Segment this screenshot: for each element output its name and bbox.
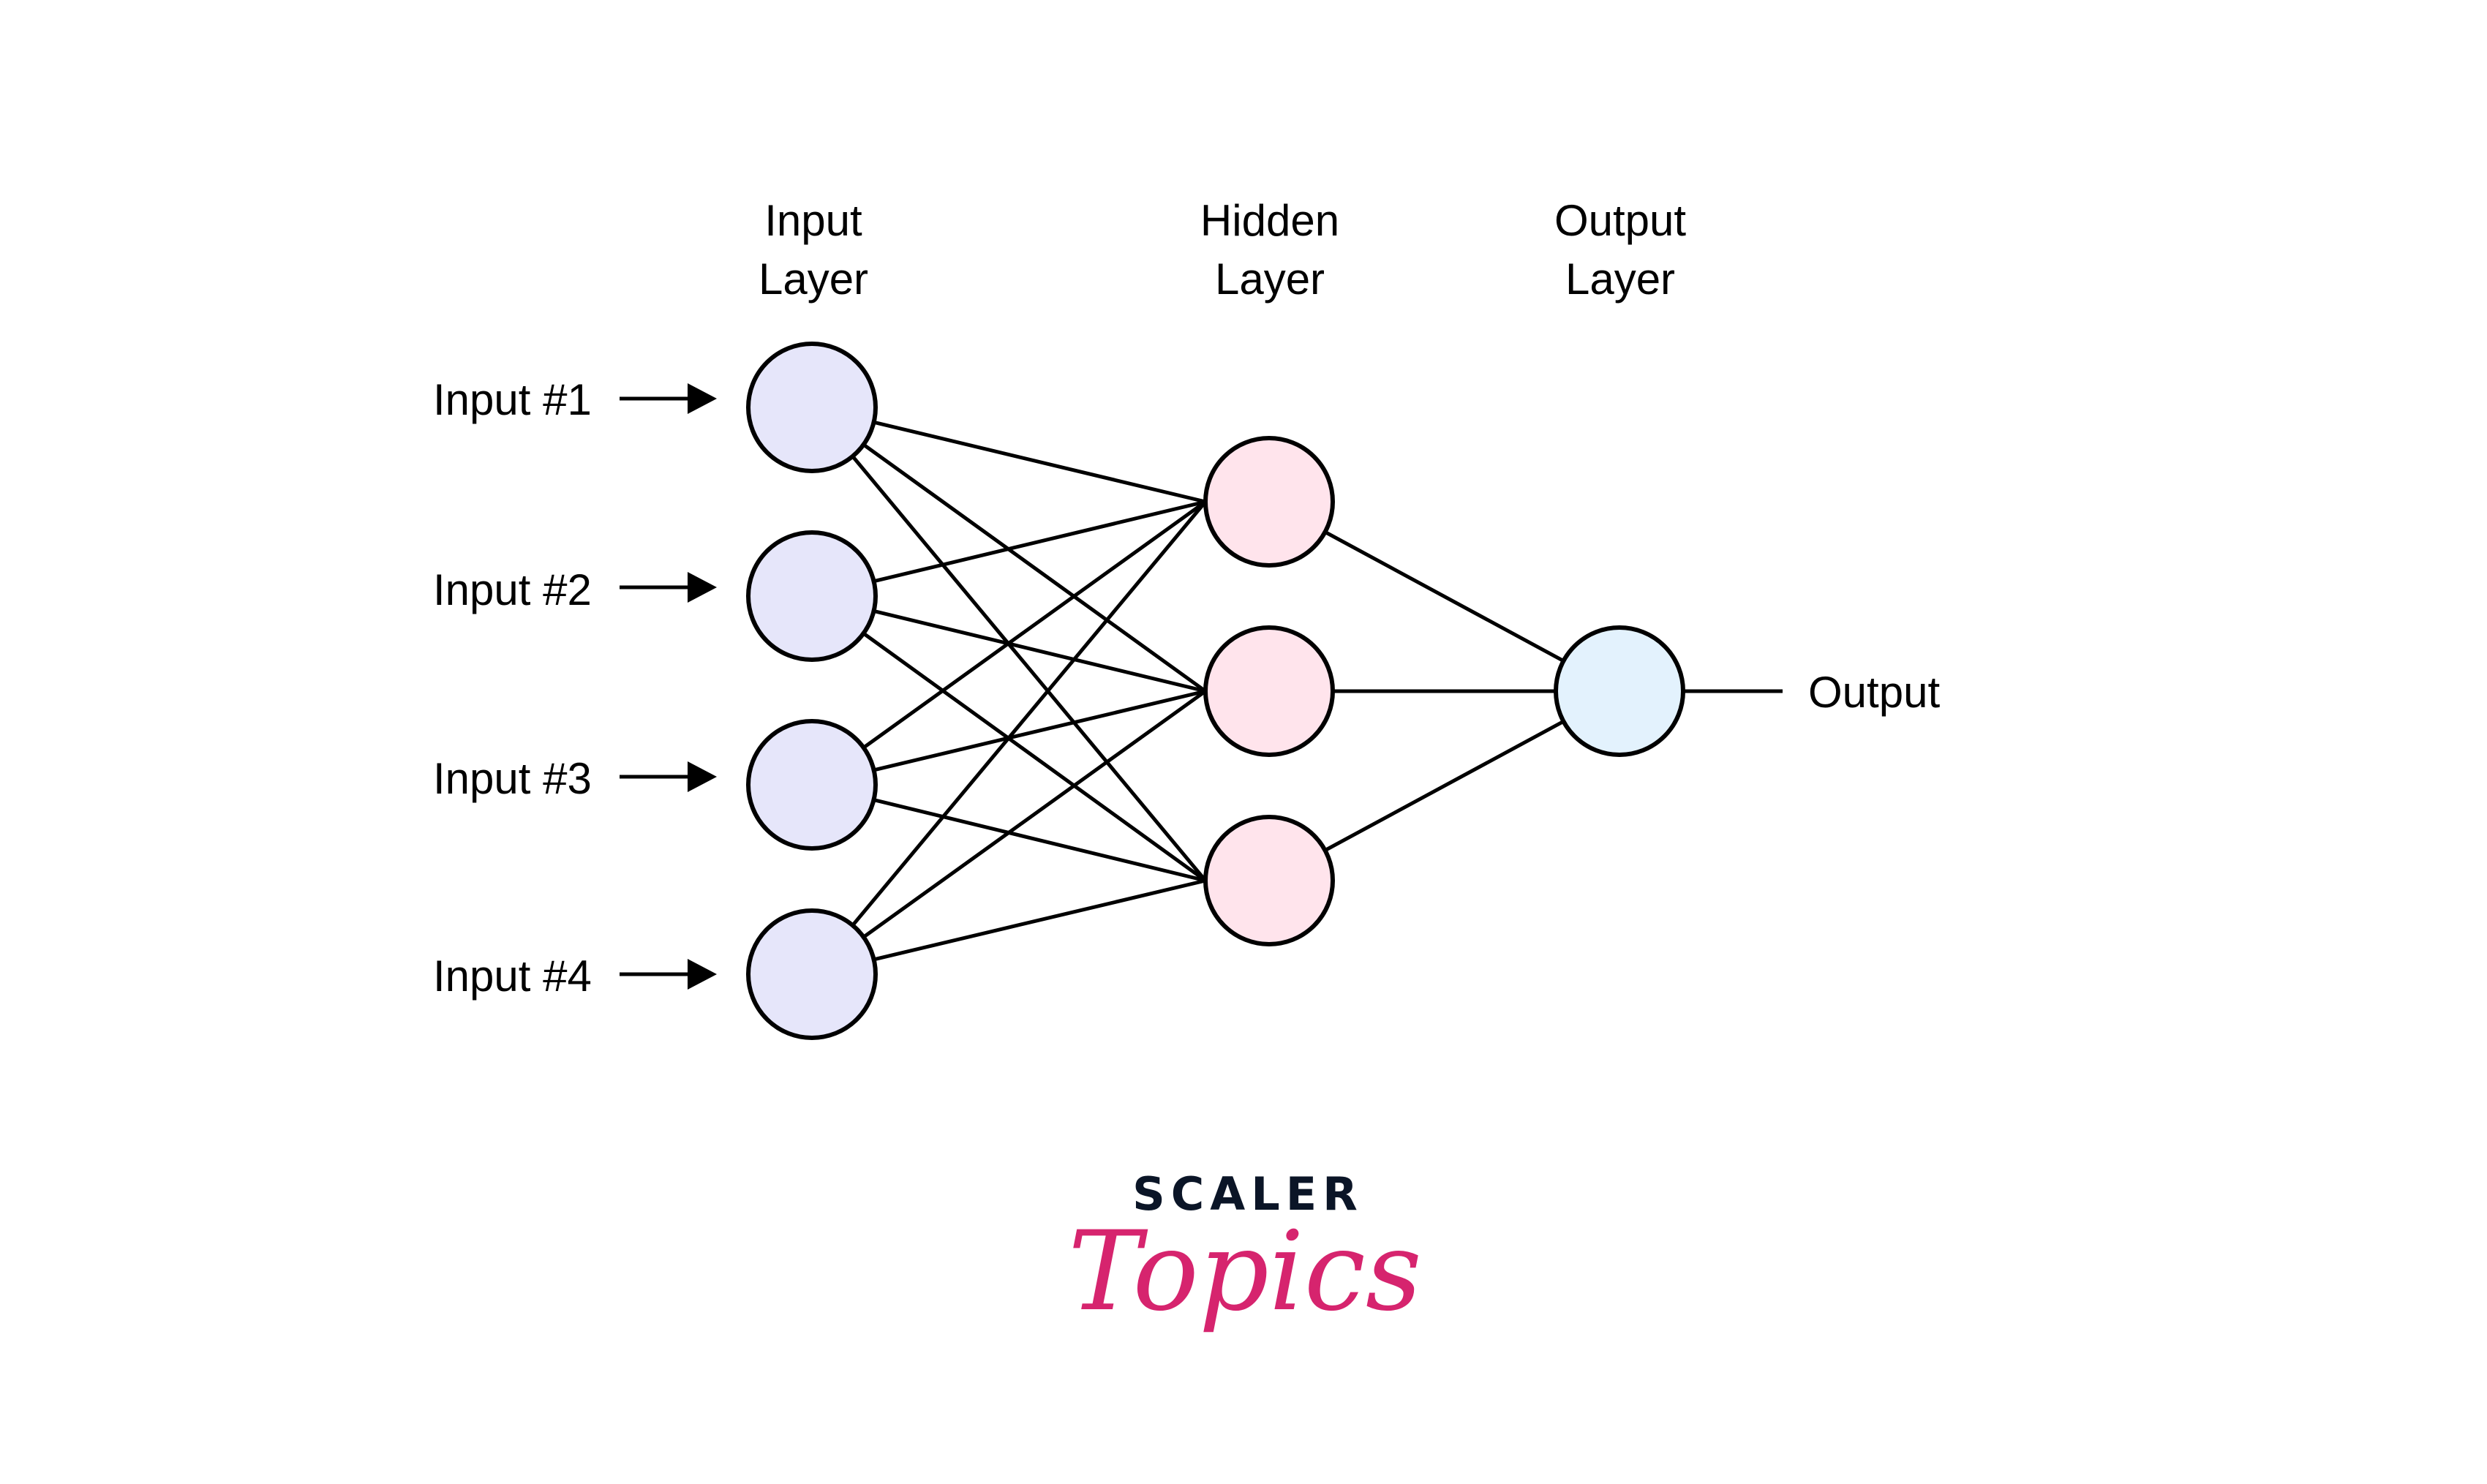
input-arrows <box>620 383 717 990</box>
output-node-1 <box>1554 625 1685 757</box>
edge-input3-hidden1 <box>810 500 1207 787</box>
hidden-layer-title-line2: Layer <box>1215 255 1325 304</box>
hidden-node-3 <box>1203 815 1335 946</box>
edge-input1-hidden1 <box>811 405 1206 504</box>
hidden-layer-title-line1: Hidden <box>1200 196 1339 245</box>
nodes <box>746 342 1685 1040</box>
scaler-topics-logo: SCALER Topics <box>1068 1167 1422 1336</box>
logo-brand-text: SCALER <box>1132 1167 1363 1221</box>
input-node-3 <box>746 719 878 851</box>
input-label-4: Input #4 <box>433 952 592 1001</box>
hidden-node-1 <box>1203 436 1335 568</box>
output-label: Output <box>1808 668 1940 717</box>
input-layer-title-line2: Layer <box>759 255 868 304</box>
edge-input2-hidden1 <box>811 500 1206 598</box>
input-label-2: Input #2 <box>433 565 592 614</box>
arrow-right-icon <box>688 572 717 603</box>
input-layer-title-line1: Input <box>764 196 862 245</box>
layer-titles: Input Layer Hidden Layer Output Layer <box>759 196 1686 304</box>
input-label-1: Input #1 <box>433 375 592 424</box>
arrow-right-icon <box>688 761 717 792</box>
arrow-right-icon <box>688 383 717 414</box>
arrow-right-icon <box>688 959 717 990</box>
hidden-node-2 <box>1203 625 1335 757</box>
input-node-1 <box>746 342 878 473</box>
edge-hidden1-output <box>1268 500 1621 693</box>
output-layer-title-line2: Layer <box>1565 255 1675 304</box>
edge-input4-hidden1 <box>810 500 1207 976</box>
output-layer-title-line1: Output <box>1554 196 1686 245</box>
edge-input4-hidden2 <box>810 689 1207 976</box>
input-labels: Input #1 Input #2 Input #3 Input #4 <box>433 375 592 1001</box>
input-label-3: Input #3 <box>433 754 592 803</box>
input-node-4 <box>746 908 878 1040</box>
logo-product-text: Topics <box>1068 1208 1422 1336</box>
input-node-2 <box>746 530 878 662</box>
edge-hidden3-output <box>1268 689 1621 883</box>
edge-input4-hidden3 <box>811 878 1206 976</box>
